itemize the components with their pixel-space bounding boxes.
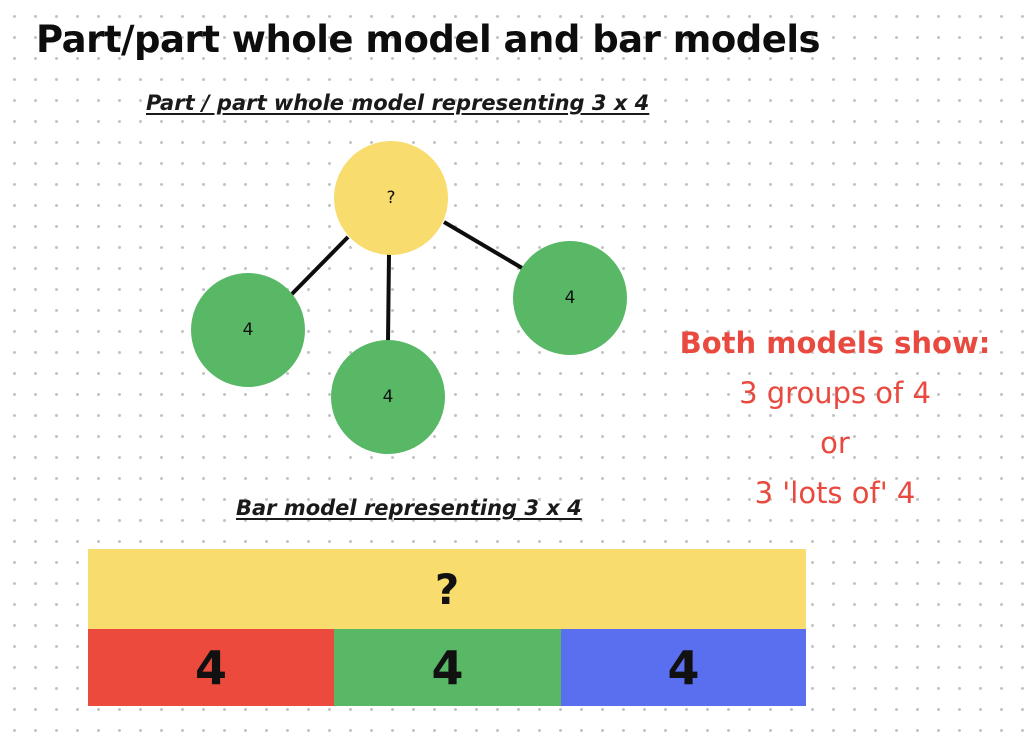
- connector-line-left: [286, 235, 350, 300]
- part-circle-right-label: 4: [565, 288, 576, 308]
- bar-part-green-label: 4: [431, 640, 464, 695]
- bar-parts: 4 4 4: [88, 629, 806, 706]
- bar-part-blue-label: 4: [667, 640, 700, 695]
- note-line-groups: 3 groups of 4: [739, 376, 931, 410]
- part-circle-right: 4: [513, 241, 627, 355]
- note-line-or: or: [820, 426, 850, 460]
- models-note: Both models show: 3 groups of 4 or 3 'lo…: [660, 318, 1010, 518]
- note-heading: Both models show:: [679, 326, 991, 360]
- connector-line-middle: [386, 253, 391, 343]
- bar-whole: ?: [88, 549, 806, 629]
- whole-circle-shape: [334, 141, 448, 255]
- bar-part-red-label: 4: [194, 640, 227, 695]
- part-circle-left-shape: [191, 273, 305, 387]
- connector-line-right: [442, 220, 524, 270]
- part-circle-middle-shape: [331, 340, 445, 454]
- whole-circle-label: ?: [386, 188, 395, 208]
- note-line-lots: 3 'lots of' 4: [754, 476, 916, 510]
- part-circle-right-shape: [513, 241, 627, 355]
- bar-model-caption: Bar model representing 3 x 4: [236, 496, 582, 520]
- bar-part-red: 4: [88, 629, 334, 706]
- part-circle-left: 4: [191, 273, 305, 387]
- part-whole-caption: Part / part whole model representing 3 x…: [146, 91, 650, 115]
- part-circle-middle: 4: [331, 340, 445, 454]
- bar-part-green: 4: [334, 629, 561, 706]
- part-circle-left-label: 4: [243, 320, 254, 340]
- page-title: Part/part whole model and bar models: [36, 18, 821, 61]
- whole-circle: ?: [334, 141, 448, 255]
- part-circle-middle-label: 4: [383, 387, 394, 407]
- bar-whole-label: ?: [434, 564, 460, 614]
- bar-model: ? 4 4 4: [88, 549, 806, 706]
- bar-part-blue: 4: [561, 629, 806, 706]
